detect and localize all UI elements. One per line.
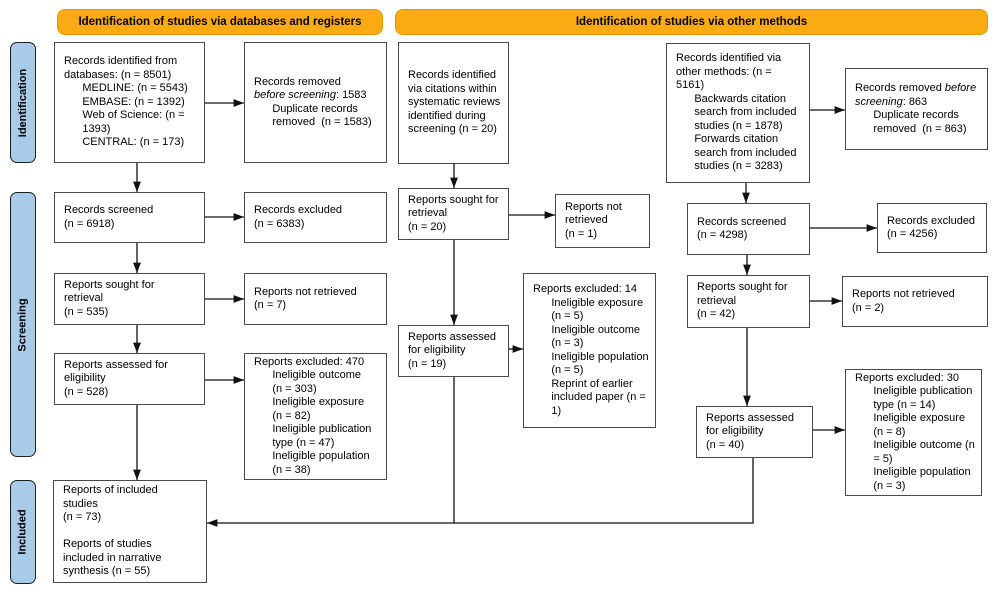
banner-other-methods: Identification of studies via other meth… xyxy=(395,9,988,35)
box-records-screened-other-methods: Records screened (n = 4298) xyxy=(687,203,810,255)
box-records-identified-other-methods: Records identified via other methods: (n… xyxy=(666,43,810,183)
records-screened-other-methods-text: Records screened (n = 4298) xyxy=(697,215,787,242)
banner-databases-registers-label: Identification of studies via databases … xyxy=(78,16,362,28)
banner-other-methods-label: Identification of studies via other meth… xyxy=(575,16,808,28)
box-records-removed-databases: Records removed before screening: 1583 D… xyxy=(244,42,387,163)
sidebar-label-screening: Screening xyxy=(10,192,36,457)
reports-assessed-citations-text: Reports assessed for eligibility (n = 19… xyxy=(408,330,497,370)
records-excluded-other-methods-text: Records excluded (n = 4256) xyxy=(887,214,976,241)
box-records-identified-citations: Records identified via citations within … xyxy=(398,42,509,164)
records-removed-om-post: : 863 Duplicate records removed (n = 863… xyxy=(873,95,967,135)
box-records-removed-other-methods: Records removed before screening: 863 Du… xyxy=(845,68,988,150)
reports-excluded-databases-text: Reports excluded: 470 Ineligible outcome… xyxy=(254,355,372,476)
sidebar-label-identification: Identification xyxy=(10,42,36,163)
box-reports-sought-other-methods: Reports sought for retrieval (n = 42) xyxy=(687,275,810,328)
box-included-reports: Reports of included studies (n = 73) Rep… xyxy=(53,480,207,583)
included-label: Included xyxy=(17,509,30,555)
reports-sought-other-methods-text: Reports sought for retrieval (n = 42) xyxy=(697,281,788,321)
records-removed-databases-text: Records removed before screening: 1583 D… xyxy=(254,76,383,130)
included-reports-text: Reports of included studies (n = 73) Rep… xyxy=(63,484,162,578)
records-identified-citations-text: Records identified via citations within … xyxy=(408,69,501,136)
box-records-screened-databases: Records screened (n = 6918) xyxy=(54,192,205,243)
records-identified-other-methods-text: Records identified via other methods: (n… xyxy=(676,52,797,173)
records-removed-italic: before screening xyxy=(254,89,336,101)
box-reports-sought-databases: Reports sought for retrieval (n = 535) xyxy=(54,273,205,325)
records-removed-om-italic: before screening xyxy=(855,82,977,108)
box-reports-assessed-other-methods: Reports assessed for eligibility (n = 40… xyxy=(696,406,813,458)
box-reports-excluded-databases: Reports excluded: 470 Ineligible outcome… xyxy=(244,353,387,480)
reports-excluded-citations-text: Reports excluded: 14 Ineligible exposure… xyxy=(533,283,649,417)
box-reports-excluded-other-methods: Reports excluded: 30 Ineligible publicat… xyxy=(845,369,982,496)
reports-sought-databases-text: Reports sought for retrieval (n = 535) xyxy=(64,278,155,318)
box-reports-not-retrieved-databases: Reports not retrieved (n = 7) xyxy=(244,273,387,325)
reports-excluded-other-methods-text: Reports excluded: 30 Ineligible publicat… xyxy=(855,371,975,492)
records-removed-pre: Records removed xyxy=(254,75,341,88)
box-records-excluded-databases: Records excluded (n = 6383) xyxy=(244,192,387,243)
box-reports-sought-citations: Reports sought for retrieval (n = 20) xyxy=(398,188,509,240)
reports-sought-citations-text: Reports sought for retrieval (n = 20) xyxy=(408,193,499,233)
box-reports-not-retrieved-citations: Reports not retrieved (n = 1) xyxy=(555,194,650,248)
screening-label: Screening xyxy=(17,297,29,352)
box-reports-assessed-databases: Reports assessed for eligibility (n = 52… xyxy=(54,353,205,405)
records-removed-post: : 1583 Duplicate records removed (n = 15… xyxy=(272,89,372,128)
reports-not-retrieved-other-methods-text: Reports not retrieved (n = 2) xyxy=(852,288,955,314)
reports-not-retrieved-databases-text: Reports not retrieved (n = 7) xyxy=(254,285,357,312)
records-excluded-databases-text: Records excluded (n = 6383) xyxy=(254,204,343,230)
banner-databases-registers: Identification of studies via databases … xyxy=(57,9,383,35)
records-removed-other-methods-text: Records removed before screening: 863 Du… xyxy=(855,82,984,136)
reports-assessed-databases-text: Reports assessed for eligibility (n = 52… xyxy=(64,358,168,398)
reports-assessed-other-methods-text: Reports assessed for eligibility (n = 40… xyxy=(706,411,795,451)
box-reports-excluded-citations: Reports excluded: 14 Ineligible exposure… xyxy=(523,273,656,428)
records-identified-databases-text: Records identified from databases: (n = … xyxy=(64,55,188,149)
records-screened-databases-text: Records screened (n = 6918) xyxy=(64,204,154,230)
box-records-identified-databases: Records identified from databases: (n = … xyxy=(54,42,205,163)
box-reports-not-retrieved-other-methods: Reports not retrieved (n = 2) xyxy=(842,276,988,327)
reports-not-retrieved-citations-text: Reports not retrieved (n = 1) xyxy=(565,200,622,240)
box-reports-assessed-citations: Reports assessed for eligibility (n = 19… xyxy=(398,325,509,377)
identification-label: Identification xyxy=(17,68,30,137)
box-records-excluded-other-methods: Records excluded (n = 4256) xyxy=(877,203,987,253)
sidebar-label-included: Included xyxy=(10,480,36,584)
records-removed-om-pre: Records removed xyxy=(855,82,945,94)
